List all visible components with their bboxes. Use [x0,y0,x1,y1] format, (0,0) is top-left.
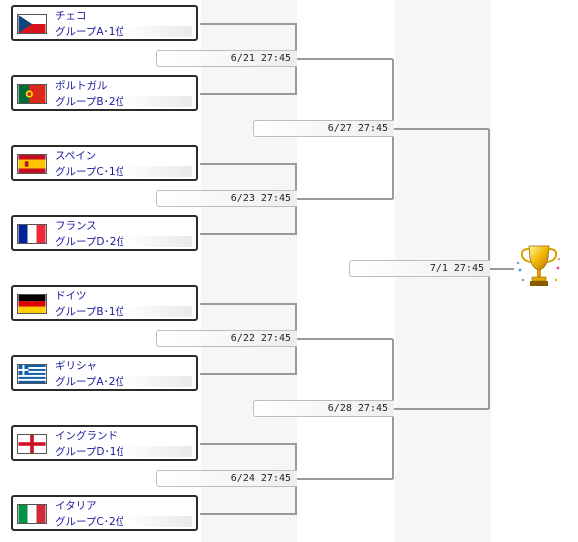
portugal-flag-icon [17,84,47,104]
trophy-icon [514,240,564,292]
team-card-germany[interactable]: ドイツ グループB･1位 [11,285,198,321]
column-bg-semifinal [201,0,297,542]
team-group: グループA･2位 [55,376,126,388]
team-name[interactable]: イタリア [55,500,97,512]
match-quarterfinal-3[interactable]: 6/22 27:45 [156,330,297,347]
team-name[interactable]: ドイツ [55,290,87,302]
match-semifinal-2[interactable]: 6/28 27:45 [253,400,394,417]
match-final[interactable]: 7/1 27:45 [349,260,490,277]
team-group: グループC･2位 [55,516,127,528]
match-quarterfinal-2[interactable]: 6/23 27:45 [156,190,297,207]
team-name[interactable]: イングランド [55,430,118,442]
team-name[interactable]: スペイン [55,150,97,162]
team-name[interactable]: チェコ [55,10,87,22]
team-card-england[interactable]: イングランド グループD･1位 [11,425,198,461]
team-card-spain[interactable]: スペイン グループC･1位 [11,145,198,181]
france-flag-icon [17,224,47,244]
team-group: グループD･1位 [55,446,127,458]
england-flag-icon [17,434,47,454]
team-group: グループA･1位 [55,26,126,38]
team-card-czech[interactable]: チェコ グループA･1位 [11,5,198,41]
match-semifinal-1[interactable]: 6/27 27:45 [253,120,394,137]
czech-flag-icon [17,14,47,34]
italy-flag-icon [17,504,47,524]
team-card-portugal[interactable]: ポルトガル グループB･2位 [11,75,198,111]
team-group: グループC･1位 [55,166,127,178]
greece-flag-icon [17,364,47,384]
spain-flag-icon [17,154,47,174]
team-name[interactable]: フランス [55,220,97,232]
team-group: グループB･2位 [55,96,127,108]
team-group: グループB･1位 [55,306,127,318]
team-card-greece[interactable]: ギリシャ グループA･2位 [11,355,198,391]
team-name[interactable]: ギリシャ [55,360,97,372]
match-quarterfinal-4[interactable]: 6/24 27:45 [156,470,297,487]
team-card-france[interactable]: フランス グループD･2位 [11,215,198,251]
team-group: グループD･2位 [55,236,127,248]
team-name[interactable]: ポルトガル [55,80,108,92]
germany-flag-icon [17,294,47,314]
match-quarterfinal-1[interactable]: 6/21 27:45 [156,50,297,67]
team-card-italy[interactable]: イタリア グループC･2位 [11,495,198,531]
